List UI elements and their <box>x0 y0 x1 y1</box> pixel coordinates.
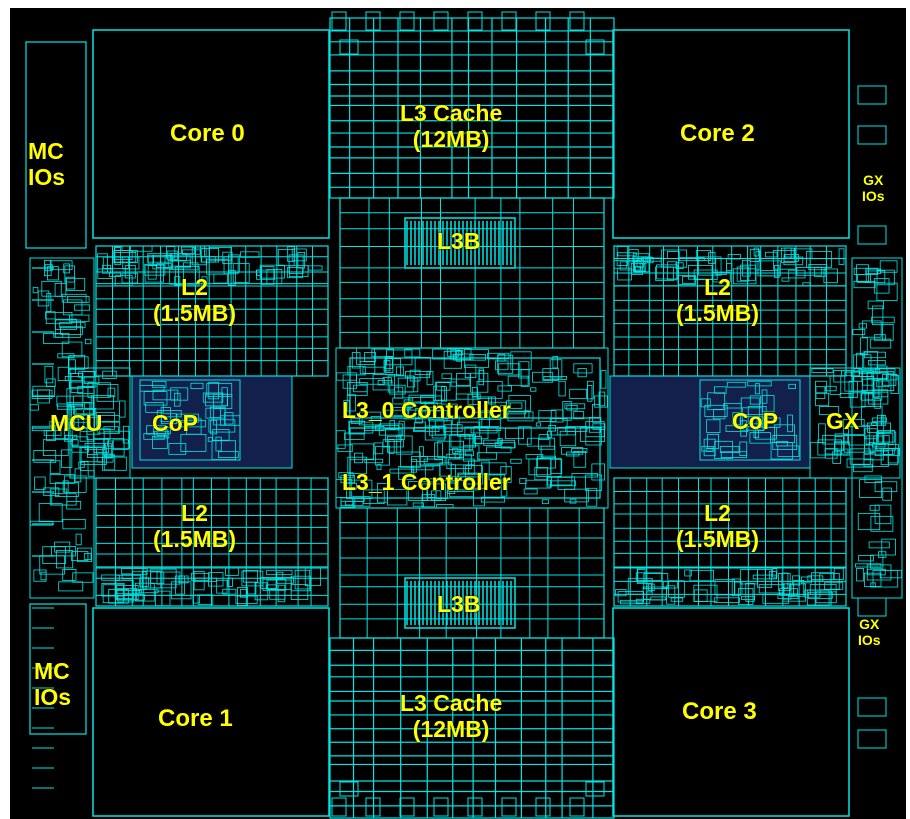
mc-ios-top-label: MC IOs <box>28 138 65 191</box>
gx-ios-top-line2: IOs <box>862 188 885 205</box>
core1-label: Core 1 <box>158 705 233 732</box>
l3-cache-bottom-label: L3 Cache (12MB) <box>400 690 502 743</box>
core3-label: Core 3 <box>682 698 757 725</box>
l2-bottom-right-title: L2 <box>704 500 731 526</box>
gx-ios-top-label: GX IOs <box>862 172 885 204</box>
l2-top-left-title: L2 <box>181 274 208 300</box>
core0-label: Core 0 <box>170 120 245 147</box>
gx-ios-bottom-label: GX IOs <box>858 616 881 648</box>
mcu-label: MCU <box>50 410 103 436</box>
cop-right-label: CoP <box>732 408 778 434</box>
l2-top-right-size: (1.5MB) <box>676 300 760 327</box>
circuit-layout <box>25 11 903 819</box>
mc-ios-bottom-line2: IOs <box>34 684 72 711</box>
l3-cache-top-size: (12MB) <box>412 126 490 153</box>
l2-top-left-label: L2 (1.5MB) <box>153 274 236 327</box>
l2-bottom-left-size: (1.5MB) <box>153 526 237 553</box>
l3-cache-bottom-title: L3 Cache <box>400 690 503 716</box>
mc-ios-bottom-line1: MC <box>34 658 70 684</box>
l3-1-controller-label: L3_1 Controller <box>342 469 511 495</box>
l2-top-left-size: (1.5MB) <box>153 300 237 327</box>
l2-bottom-left-title: L2 <box>181 500 208 526</box>
gx-label: GX <box>826 408 860 434</box>
core2-label: Core 2 <box>680 120 755 147</box>
l2-bottom-right-label: L2 (1.5MB) <box>676 500 759 553</box>
l2-top-right-label: L2 (1.5MB) <box>676 274 759 327</box>
l3-cache-top-label: L3 Cache (12MB) <box>400 100 502 153</box>
mc-ios-bottom-label: MC IOs <box>34 658 71 711</box>
gx-ios-bottom-line2: IOs <box>858 632 881 649</box>
mc-ios-top-line1: MC <box>28 138 64 164</box>
l3-cache-top-title: L3 Cache <box>400 100 503 126</box>
gx-ios-top-line1: GX <box>863 172 884 188</box>
gx-ios-bottom-line1: GX <box>859 616 880 632</box>
l2-bottom-left-label: L2 (1.5MB) <box>153 500 236 553</box>
l2-bottom-right-size: (1.5MB) <box>676 526 760 553</box>
cop-left-label: CoP <box>152 410 198 436</box>
l3b-bottom-label: L3B <box>437 591 481 617</box>
mc-ios-top-line2: IOs <box>28 164 66 191</box>
l3b-top-label: L3B <box>437 228 481 254</box>
die-area: Core 0 Core 2 Core 1 Core 3 L3 Cache (12… <box>10 8 906 819</box>
l2-top-right-title: L2 <box>704 274 731 300</box>
l3-cache-bottom-size: (12MB) <box>412 716 490 743</box>
l3-0-controller-label: L3_0 Controller <box>342 397 511 423</box>
